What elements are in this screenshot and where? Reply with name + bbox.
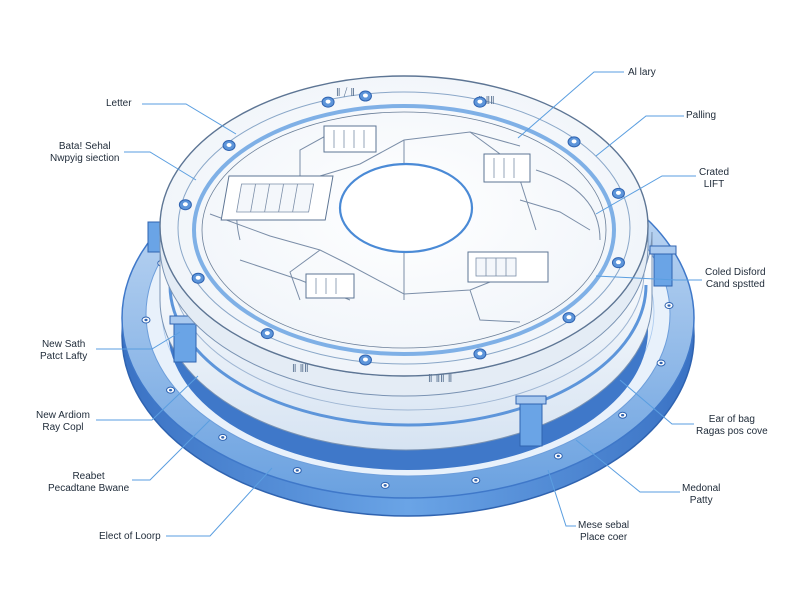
bolt-icon <box>611 257 625 269</box>
callout-letter: Letter <box>106 98 132 109</box>
callout-ear-of: Ear of bag Ragas pos cove <box>696 414 768 437</box>
leader-medonal <box>575 439 680 493</box>
bolt-hole-icon <box>656 359 666 367</box>
leader-crated <box>595 175 696 215</box>
leader-letter <box>142 103 237 135</box>
component-block-left <box>220 175 334 221</box>
leader-mese <box>547 469 576 527</box>
callout-pailing: Palling <box>686 110 717 121</box>
bolt-hole-icon <box>553 452 563 460</box>
bolt-hole-icon <box>664 302 674 310</box>
callout-medonal: Medonal Patty <box>682 483 721 506</box>
bolt-icon <box>473 96 487 108</box>
bolt-hole-icon <box>471 476 481 484</box>
bolt-hole-icon <box>218 433 228 441</box>
callout-coled: Coled Disford Cand spstted <box>705 267 766 290</box>
bolt-icon <box>611 187 625 199</box>
callout-al-lary: Al lary <box>628 67 656 78</box>
callout-reabet: Reabet Pecadtane Bwane <box>48 471 130 494</box>
body-ring-groove <box>168 284 648 427</box>
bolt-icon <box>222 140 236 152</box>
bolt-hole-icon <box>292 466 302 474</box>
leader-sector <box>124 151 197 181</box>
bolt-icon <box>191 272 205 284</box>
leader-coled <box>595 275 702 281</box>
leader-ear-of <box>619 379 694 425</box>
bolt-icon <box>178 199 192 211</box>
component-block-bottom-right <box>467 251 549 283</box>
bolt-icon <box>260 328 274 340</box>
leader-lines <box>96 71 702 537</box>
body-ring-groove-2 <box>171 271 645 411</box>
bolt-icon <box>567 136 581 148</box>
top-disc-blue-ring <box>192 104 616 356</box>
leader-elect <box>166 467 273 537</box>
leader-new-anchom <box>96 375 199 421</box>
callout-new-sath: New Sath Patct Lafty <box>40 339 88 362</box>
leader-pailing <box>595 115 684 157</box>
bolt-icon <box>358 90 372 102</box>
bolt-hole-icon <box>380 481 390 489</box>
rim-text-top: ‖ ⧸ ‖ <box>336 87 355 99</box>
callout-elect: Elect of Loorp <box>99 531 161 542</box>
leader-al-lary <box>517 71 624 139</box>
leader-reabet <box>132 419 211 481</box>
rim-text-bottom: ‖ ‖‖ <box>292 363 309 375</box>
central-hub <box>338 162 474 254</box>
top-disc: ‖ ⧸ ‖ ‖ ‖‖ ‖ ‖‖ ‖ ‖‖ ‖ <box>159 75 649 397</box>
callout-mese: Mese sebal Place coer <box>578 520 630 543</box>
bolt-icon <box>562 312 576 324</box>
rim-text-bottom-right: ‖ ‖‖ ‖ <box>428 373 452 385</box>
component-block-bottom <box>305 273 355 299</box>
top-disc-bolts <box>178 90 625 366</box>
component-block-right <box>483 153 531 183</box>
leader-new-sath <box>96 331 181 350</box>
clamp-block-front <box>515 395 547 447</box>
callout-sector: Bata! Sehal Nwpyig siection <box>50 141 120 164</box>
component-block-top <box>323 125 377 153</box>
bolt-hole-icon <box>141 316 151 324</box>
top-disc-inner-ring <box>201 111 607 349</box>
base-bolt-holes <box>141 259 674 489</box>
bolt-icon <box>358 354 372 366</box>
bolt-icon <box>321 96 335 108</box>
callout-new-anchom: New Ardiom Ray Copl <box>36 410 90 433</box>
bolt-hole-icon <box>166 386 176 394</box>
bolt-icon <box>473 348 487 360</box>
top-disc-outer-ring <box>177 91 631 365</box>
bolt-hole-icon <box>618 411 628 419</box>
body-ring <box>147 221 677 470</box>
clamp-block-right <box>649 245 677 287</box>
callout-crated: Crated LIFT <box>699 167 730 190</box>
